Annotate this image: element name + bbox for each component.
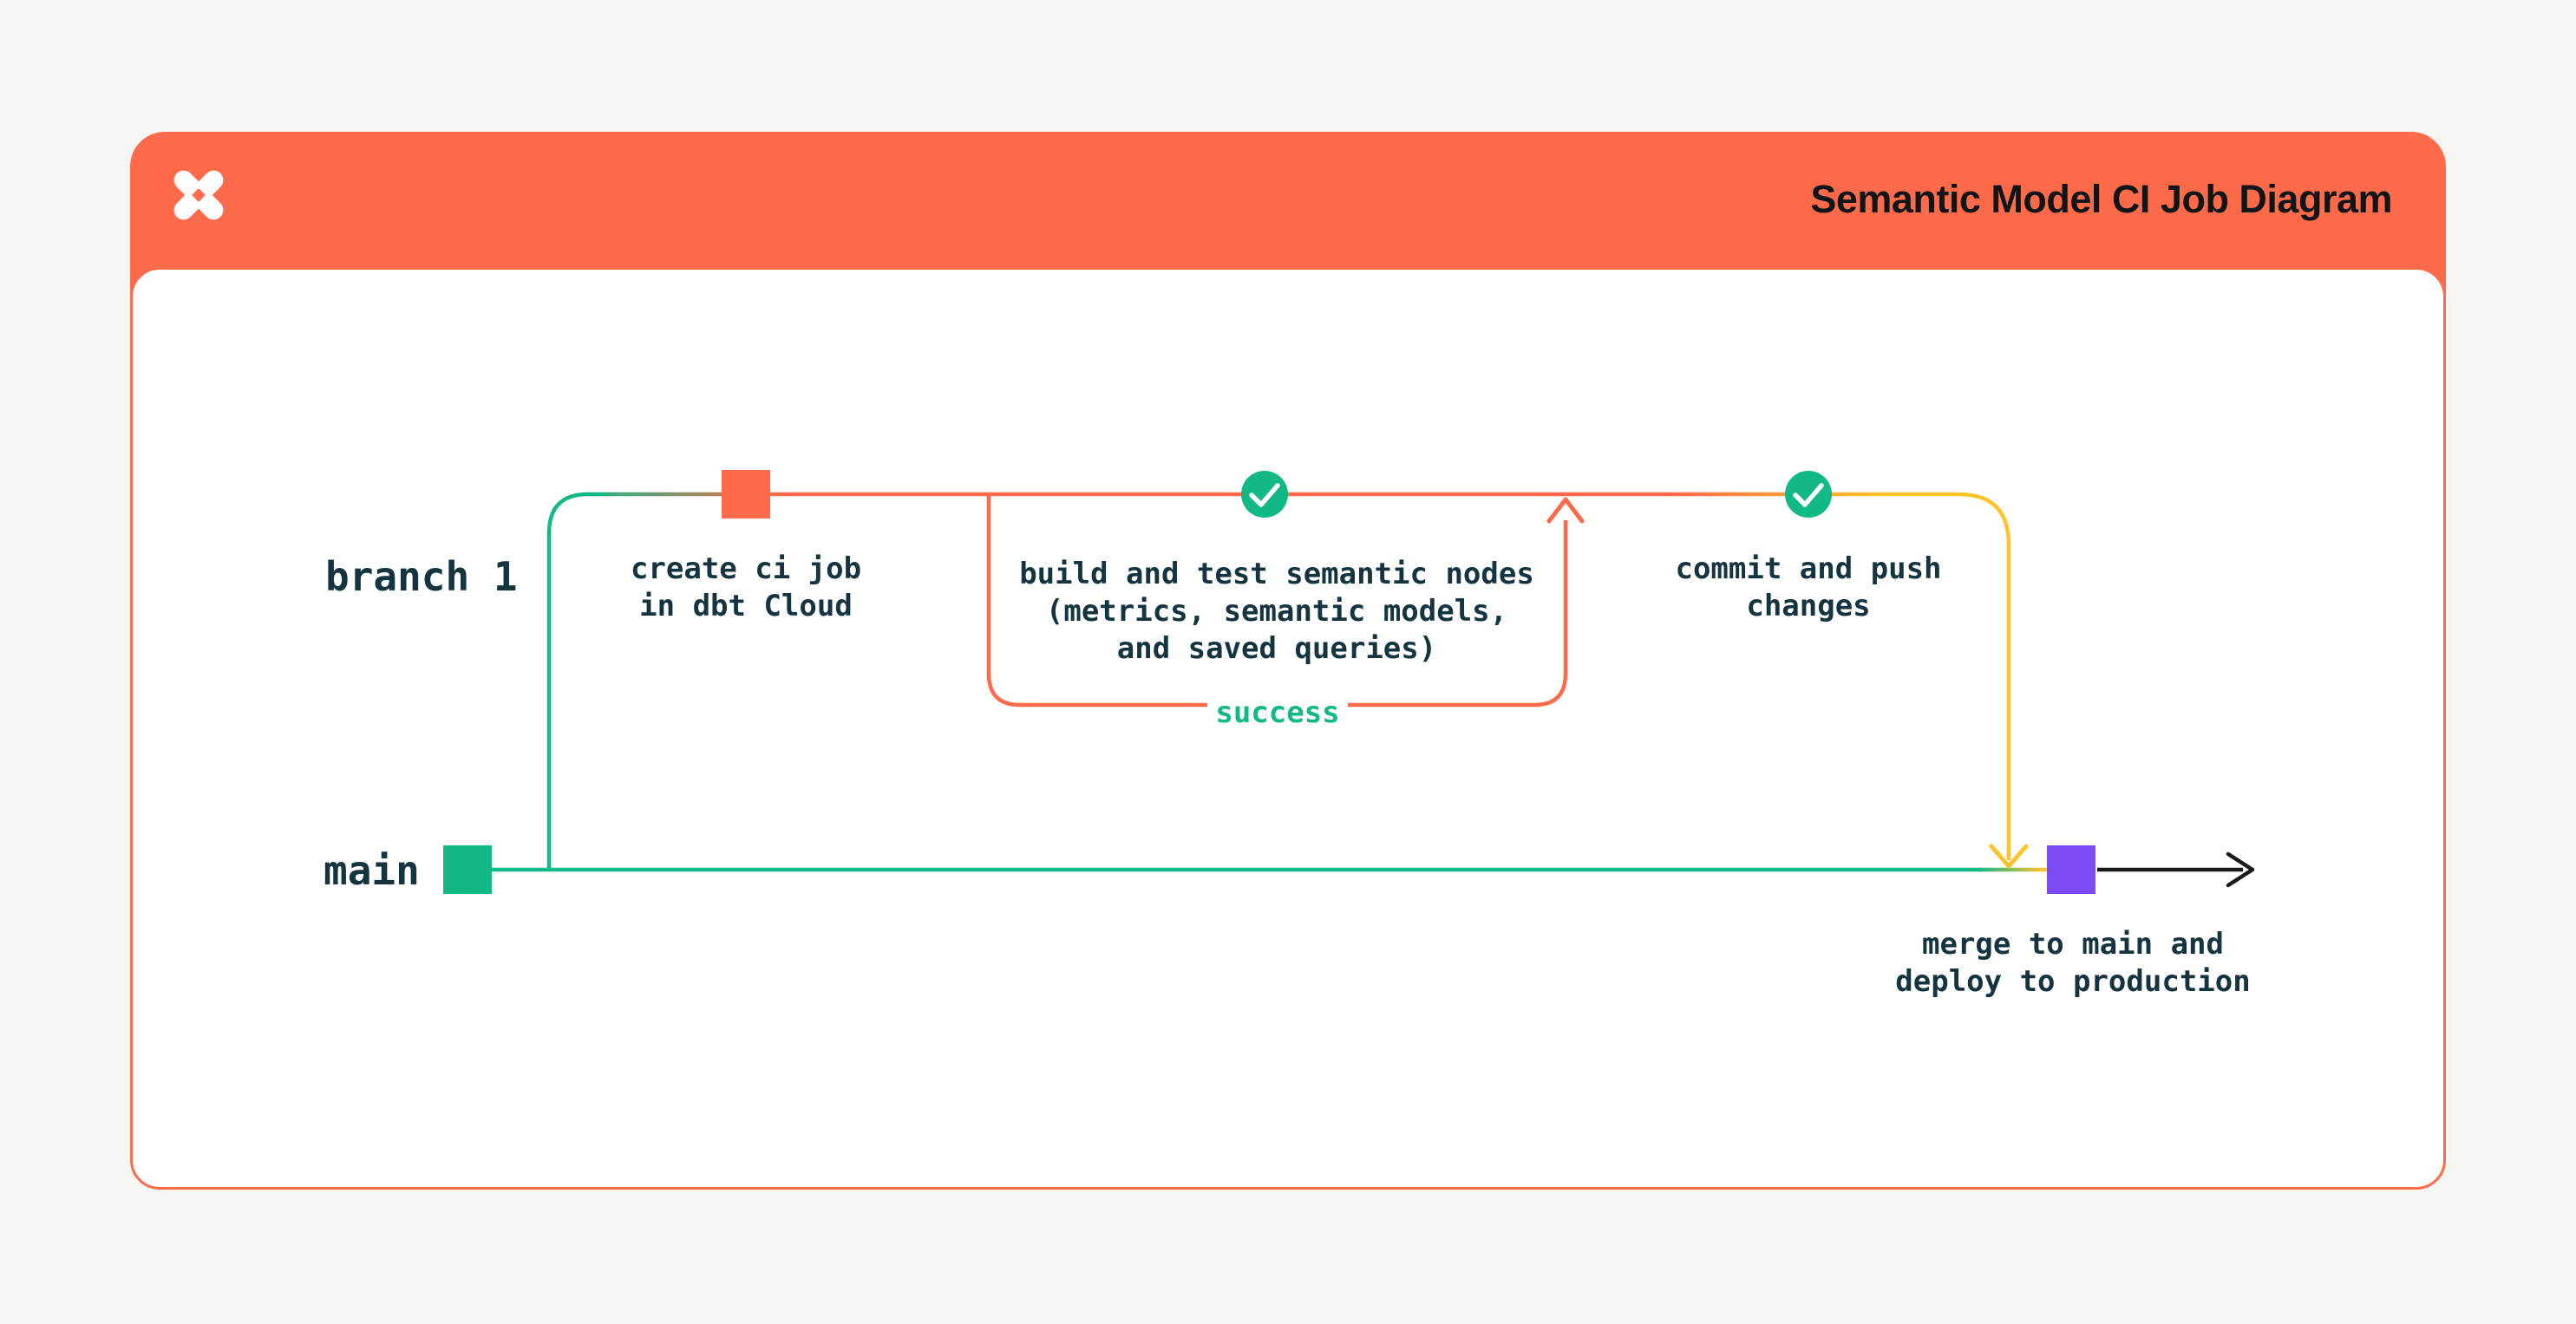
card-body — [130, 267, 2446, 1190]
branch1-label: branch 1 — [325, 553, 518, 600]
diagram-card: Semantic Model CI Job Diagram — [130, 132, 2446, 1190]
branch1-fork-line — [546, 492, 609, 871]
create-ci-commit-node — [722, 470, 770, 519]
merge-commit-node — [2047, 845, 2095, 894]
page-title: Semantic Model CI Job Diagram — [1810, 177, 2392, 221]
branch1-merge-down-line — [1882, 492, 2011, 860]
main-start-commit-node — [443, 845, 492, 894]
merge-to-main-annotation: merge to main and deploy to production — [1895, 927, 2251, 999]
build-and-test-annotation: build and test semantic nodes (metrics, … — [1019, 557, 1534, 666]
check-circle-icon-commit — [1785, 471, 1832, 518]
check-circle-icon-build — [1241, 471, 1288, 518]
ci-loop-right-line — [1348, 520, 1568, 708]
main-label: main — [324, 847, 420, 894]
success-label: success — [1215, 695, 1340, 730]
commit-and-push-annotation: commit and push changes — [1675, 551, 1942, 623]
merge-arrowhead-icon — [1989, 844, 2029, 869]
create-ci-job-annotation: create ci job in dbt Cloud — [630, 551, 862, 623]
ci-loop-left-line — [986, 496, 1207, 708]
deploy-arrowhead-icon — [2226, 851, 2255, 888]
dbt-logo-icon — [173, 170, 224, 220]
ci-loop-arrowhead-icon — [1546, 497, 1585, 524]
